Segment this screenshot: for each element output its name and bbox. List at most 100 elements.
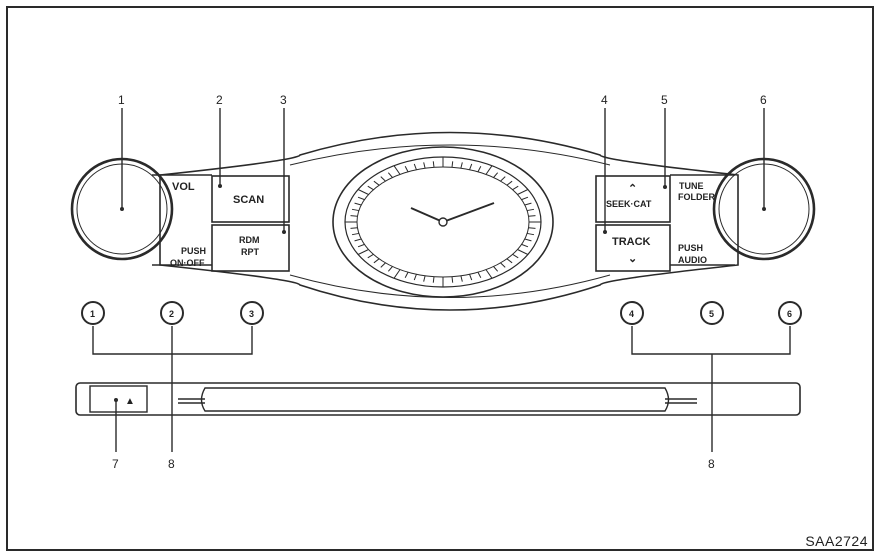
preset-button-1 [81, 301, 105, 325]
figure-id: SAA2724 [805, 533, 868, 549]
track-button [595, 224, 671, 272]
callout-3: 3 [280, 93, 287, 107]
clock-ticks [345, 157, 541, 287]
disc-slot [200, 387, 670, 412]
preset-button-6 [778, 301, 802, 325]
track-down-icon: ⌄ [628, 253, 637, 265]
clock-tick [506, 180, 513, 186]
clock-tick [393, 269, 401, 279]
clock-tick [517, 249, 529, 255]
clock-tick [393, 165, 401, 175]
clock-tick [451, 276, 454, 283]
clock-tick [357, 243, 365, 248]
clock-tick [477, 272, 482, 278]
clock-tick [351, 208, 359, 212]
clock-tick [404, 272, 409, 278]
preset-2-label[interactable]: 2 [169, 309, 174, 319]
clock-tick [512, 185, 519, 191]
cd-panel [75, 382, 801, 416]
clock-outer-ring [332, 146, 554, 298]
clock-tick [413, 163, 417, 170]
preset-button-2 [160, 301, 184, 325]
clock-tick [357, 196, 365, 201]
callout-7: 7 [112, 457, 119, 471]
clock-tick [524, 202, 532, 206]
clock-tick [387, 172, 393, 178]
clock-tick [477, 166, 482, 172]
eject-icon[interactable]: ▲ [125, 396, 135, 407]
clock-tick [373, 258, 380, 264]
callout-5: 5 [661, 93, 668, 107]
clock-tick [423, 162, 426, 169]
vol-label: VOL [172, 181, 195, 193]
clock-tick [521, 243, 529, 248]
preset-button-5 [700, 301, 724, 325]
seek-cat-label[interactable]: SEEK·CAT [606, 199, 652, 209]
clock-tick [380, 176, 386, 182]
callout-8-left: 8 [168, 457, 175, 471]
rpt-label[interactable]: RPT [241, 247, 260, 257]
folder-label: FOLDER [678, 192, 715, 202]
preset-button-4 [620, 301, 644, 325]
push-label-right: PUSH [678, 243, 703, 253]
seek-cat-button [595, 175, 671, 223]
clock-tick [423, 275, 426, 282]
scan-button [211, 175, 290, 223]
clock-center [438, 217, 448, 227]
clock-tick [413, 274, 417, 281]
clock-tick [517, 189, 529, 195]
audio-label: AUDIO [678, 255, 707, 265]
clock-tick [351, 232, 359, 236]
rdm-label[interactable]: RDM [239, 235, 260, 245]
callout-6: 6 [760, 93, 767, 107]
callout-8-right: 8 [708, 457, 715, 471]
clock-tick [404, 166, 409, 172]
clock-hour-hand [410, 207, 444, 223]
rdm-rpt-button [211, 224, 290, 272]
clock-tick [432, 161, 435, 168]
callout-4: 4 [601, 93, 608, 107]
preset-button-3 [240, 301, 264, 325]
preset-1-label[interactable]: 1 [90, 309, 95, 319]
clock-tick [524, 238, 532, 242]
clock-tick [521, 196, 529, 201]
clock-tick [357, 249, 369, 255]
preset-6-label[interactable]: 6 [787, 309, 792, 319]
on-off-label: ON·OFF [170, 258, 205, 268]
scan-label[interactable]: SCAN [233, 194, 264, 206]
clock-tick [500, 262, 506, 268]
eject-button [89, 385, 148, 413]
clock-tick [350, 227, 358, 229]
clock-tick [380, 262, 386, 268]
clock-tick [460, 162, 463, 169]
clock-tick [354, 202, 362, 206]
clock-tick [485, 269, 493, 279]
clock-tick [451, 161, 454, 168]
preset-4-label[interactable]: 4 [629, 309, 634, 319]
seek-up-icon: ⌃ [628, 183, 637, 195]
center-bezel [159, 131, 739, 311]
clock-tick [528, 227, 536, 229]
clock-tick [527, 208, 535, 212]
callout-2: 2 [216, 93, 223, 107]
clock-tick [485, 165, 493, 175]
clock-tick [506, 258, 513, 264]
callout-1: 1 [118, 93, 125, 107]
clock-tick [350, 215, 358, 217]
clock-tick [357, 189, 369, 195]
preset-5-label[interactable]: 5 [709, 309, 714, 319]
preset-3-label[interactable]: 3 [249, 309, 254, 319]
figure-frame [6, 6, 874, 551]
clock-tick [493, 266, 499, 272]
clock-tick [493, 172, 499, 178]
clock-tick [373, 180, 380, 186]
clock-tick [367, 253, 374, 259]
clock-tick [528, 215, 536, 217]
clock-tick [527, 232, 535, 236]
clock-tick [500, 176, 506, 182]
tune-label: TUNE [679, 181, 704, 191]
clock-tick [354, 238, 362, 242]
clock-tick [432, 276, 435, 283]
track-label[interactable]: TRACK [612, 236, 651, 248]
